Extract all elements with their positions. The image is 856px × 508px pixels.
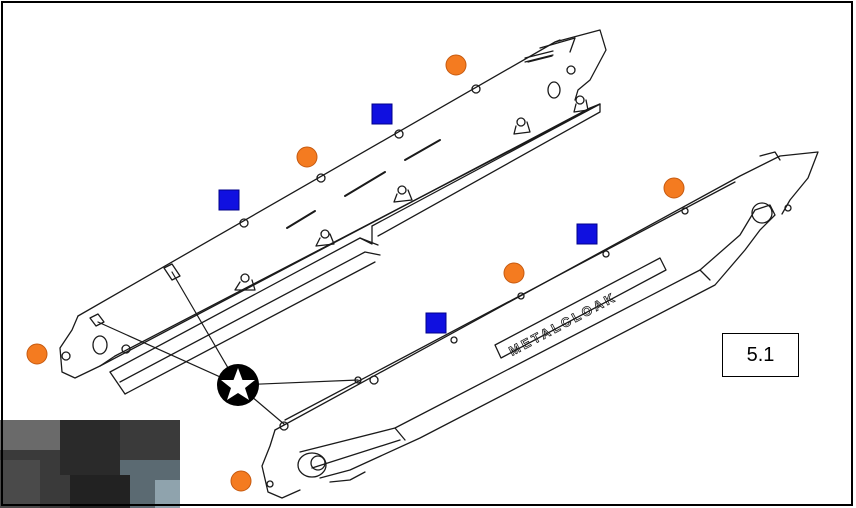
blue-square-marker bbox=[425, 312, 447, 334]
orange-circle-marker bbox=[445, 54, 467, 76]
orange-circle-marker bbox=[26, 343, 48, 365]
upper-plate-nuts bbox=[61, 65, 589, 361]
orange-circle-marker bbox=[663, 177, 685, 199]
blue-markers bbox=[218, 103, 598, 334]
orange-markers bbox=[26, 54, 685, 492]
upper-slider-plate bbox=[59, 29, 607, 395]
lower-slider-plate bbox=[261, 151, 819, 499]
step-label: 5.1 bbox=[746, 343, 775, 366]
orange-circle-marker bbox=[503, 262, 525, 284]
orange-circle-marker bbox=[230, 470, 252, 492]
blue-square-marker bbox=[371, 103, 393, 125]
blue-square-marker bbox=[576, 223, 598, 245]
star-callout-icon bbox=[217, 364, 259, 406]
step-label-box: 5.1 bbox=[722, 333, 799, 377]
photo-inset bbox=[0, 420, 180, 508]
blue-square-marker bbox=[218, 189, 240, 211]
orange-circle-marker bbox=[296, 146, 318, 168]
brand-text: METALCLOAK bbox=[506, 289, 619, 359]
